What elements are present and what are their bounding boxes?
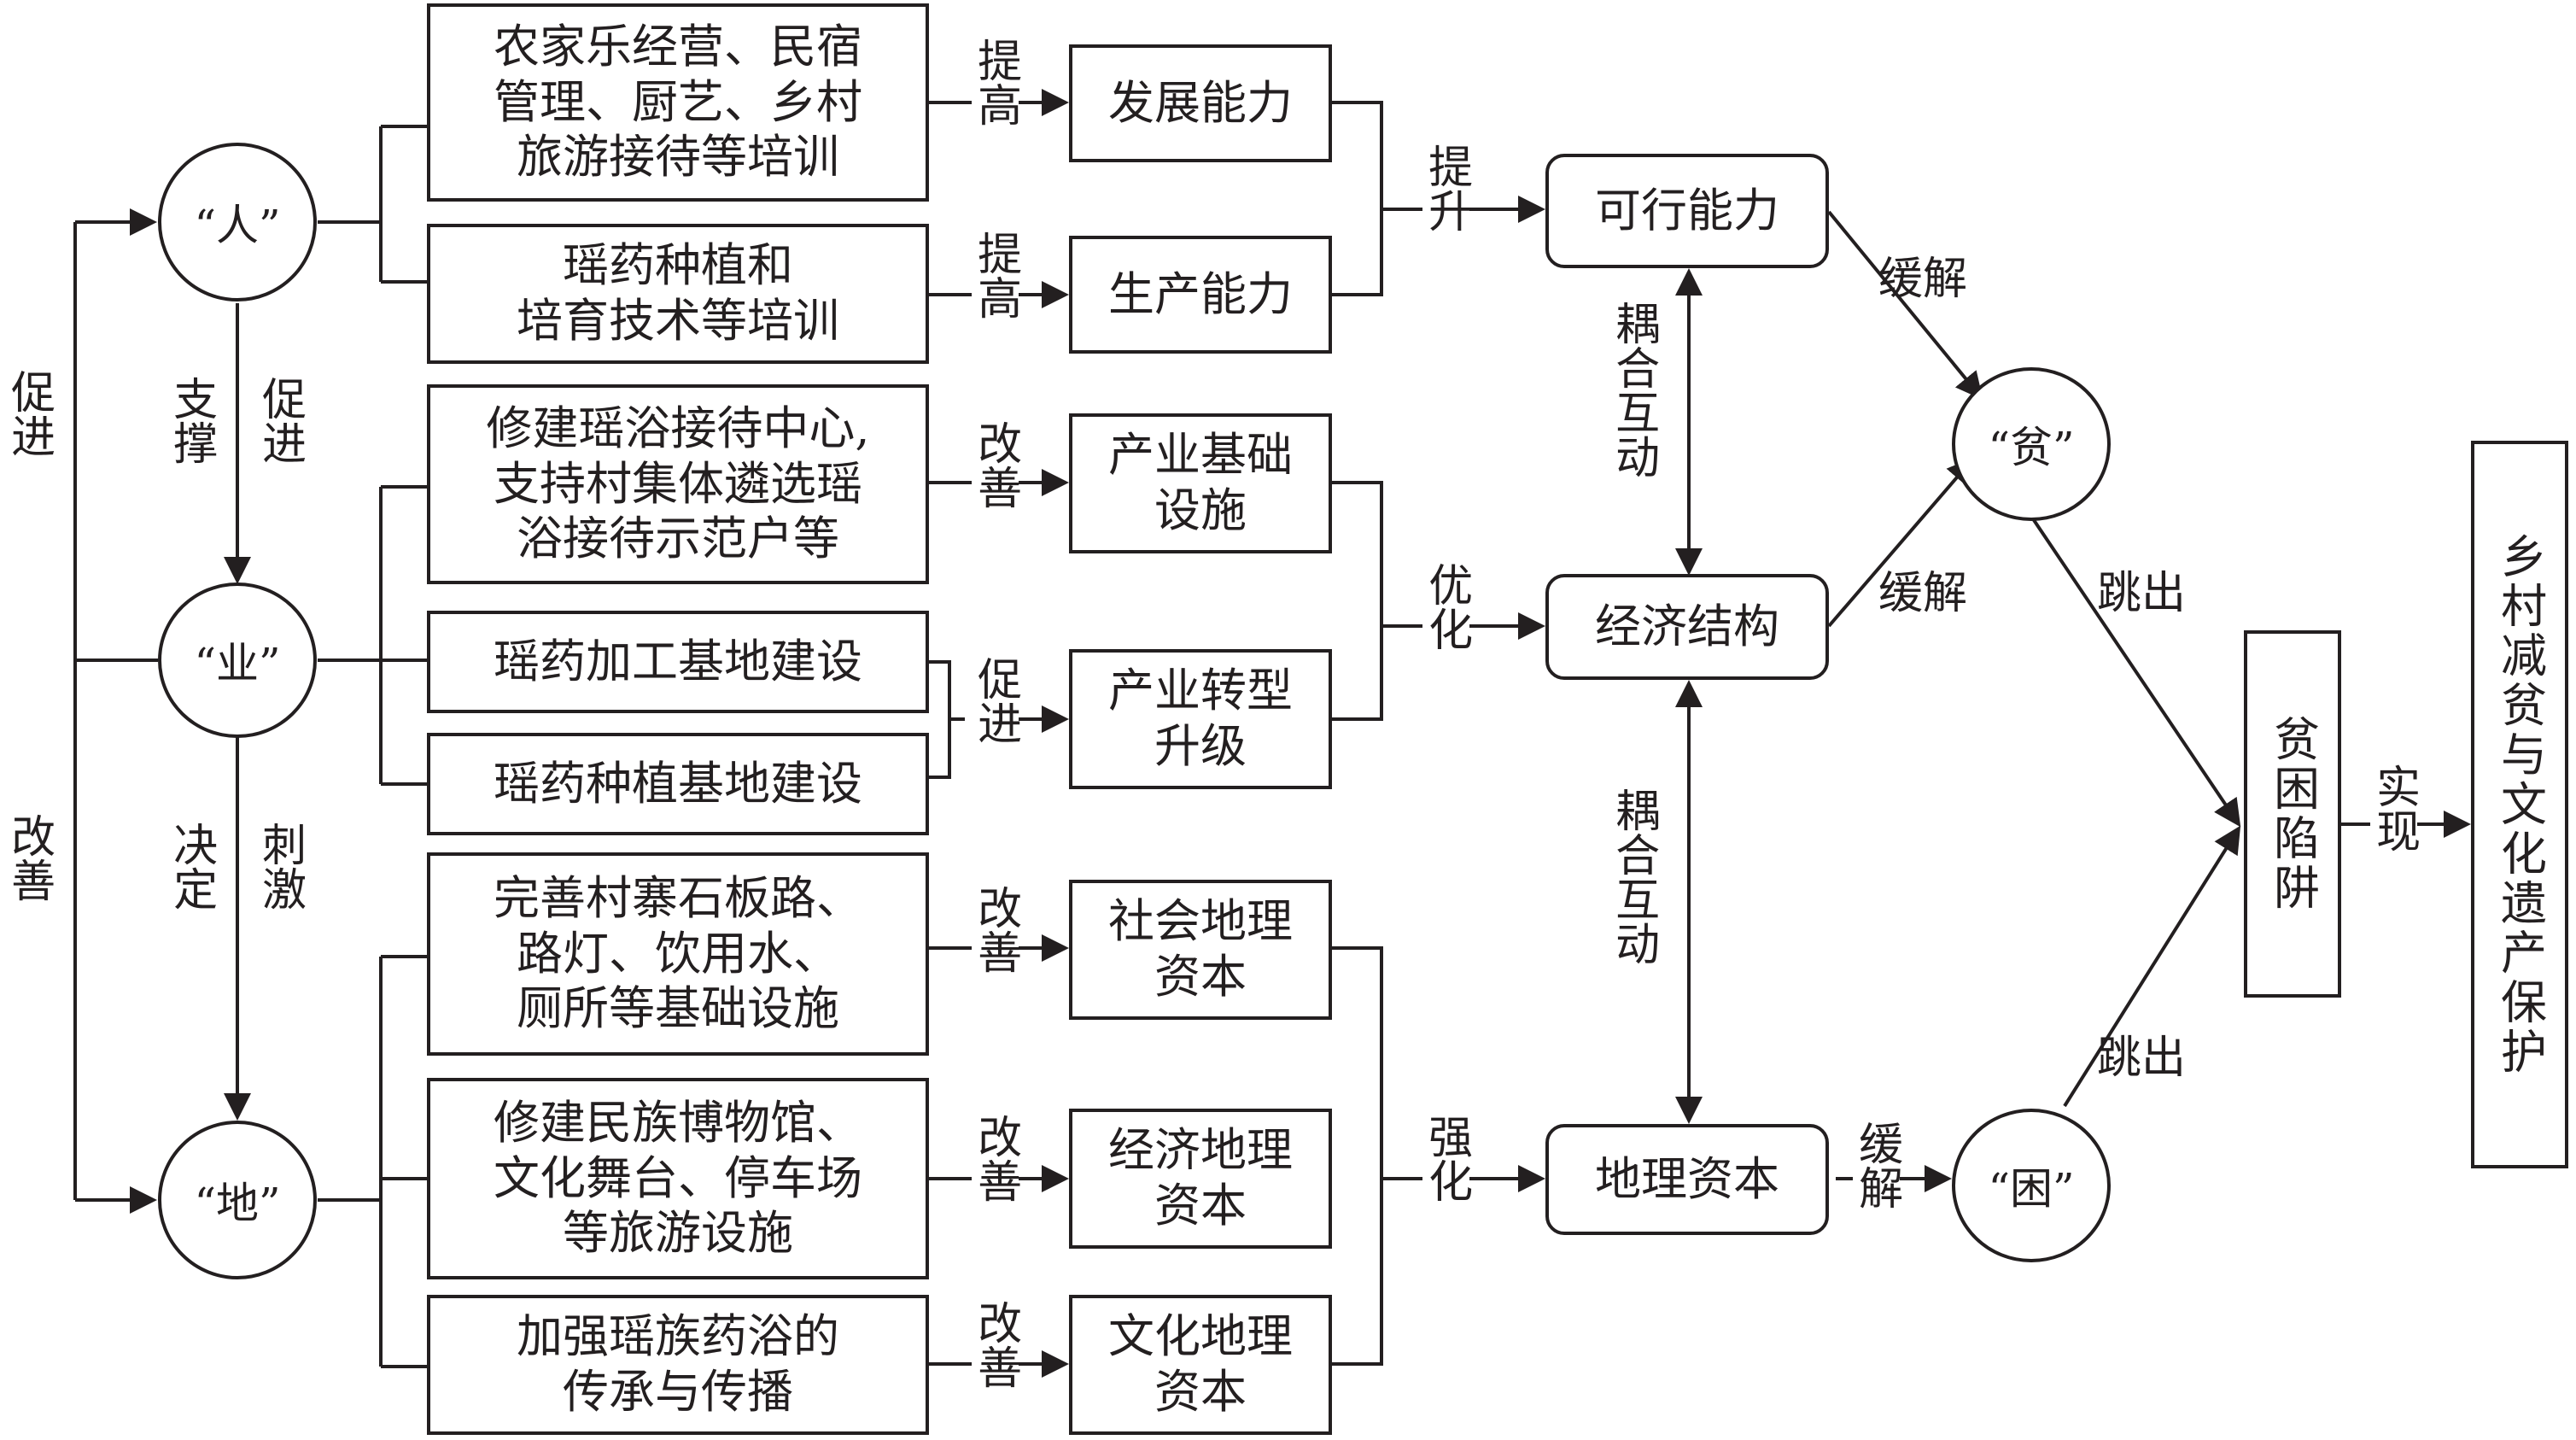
activity-box-2: 瑶药种植和 培育技术等培训 [427, 224, 929, 364]
capital-box-6: 经济地理 资本 [1069, 1109, 1332, 1249]
label-verb-4: 促进 [969, 654, 1021, 746]
label-relief-2: 缓解 [1878, 568, 1968, 619]
node-kun: “困” [1952, 1109, 2111, 1262]
activity-box-8: 加强瑶族药浴的 传承与传播 [427, 1295, 929, 1435]
activity-box-6: 完善村寨石板路、 路灯、饮用水、 厕所等基础设施 [427, 852, 929, 1056]
mid-box-1: 可行能力 [1545, 154, 1829, 268]
poverty-trap-label: 贫困陷阱 [2265, 715, 2320, 913]
mid-box-3: 地理资本 [1545, 1124, 1829, 1235]
capital-box-1: 发展能力 [1069, 44, 1332, 162]
label-jueding: 决定 [165, 820, 217, 912]
capital-box-5: 社会地理 资本 [1069, 880, 1332, 1020]
label-verb-5: 改善 [969, 883, 1021, 975]
label-ciji: 刺激 [254, 820, 306, 912]
activity-box-5: 瑶药种植基地建设 [427, 733, 929, 835]
arrow-m2-pin [1827, 456, 1975, 628]
ye-branch [318, 485, 427, 786]
label-realize: 实现 [2368, 762, 2420, 854]
capital-box-2: 生产能力 [1069, 236, 1332, 354]
mid-box-2: 经济结构 [1545, 574, 1829, 680]
arrow-kun-trap [2063, 825, 2241, 1108]
label-relief-1: 缓解 [1878, 254, 1968, 305]
label-group-3: 强化 [1420, 1112, 1472, 1204]
capital-box-4: 产业转型 升级 [1069, 649, 1332, 789]
label-escape-1: 跳出 [2097, 568, 2187, 619]
label-zhicheng: 支撑 [165, 374, 217, 466]
capital-box-3: 产业基础 设施 [1069, 413, 1332, 553]
ren-branch [318, 125, 427, 284]
label-escape-2: 跳出 [2097, 1033, 2187, 1084]
group3-bracket [1332, 946, 1383, 1366]
label-group-1: 提升 [1420, 142, 1472, 234]
label-coupling-2: 耦合互动 [1607, 786, 1659, 967]
label-verb-6: 改善 [969, 1112, 1021, 1204]
label-verb-1: 提高 [969, 36, 1021, 128]
arrow-m1-pin [1827, 210, 1983, 401]
node-di: “地” [158, 1121, 317, 1279]
node-ren: “人” [158, 143, 317, 301]
poverty-trap-box: 贫困陷阱 [2244, 630, 2341, 998]
label-verb-3: 改善 [969, 419, 1021, 511]
arrow-pin-trap [2029, 513, 2241, 828]
node-pin: “贫” [1952, 367, 2111, 521]
label-verb-2: 提高 [969, 229, 1021, 321]
activity-box-4: 瑶药加工基地建设 [427, 611, 929, 713]
label-left-cujin: 促进 [3, 367, 55, 460]
label-verb-7: 改善 [969, 1298, 1021, 1390]
label-group-2: 优化 [1420, 560, 1472, 653]
bracket-a4-a5 [929, 660, 965, 779]
label-relief-3: 缓解 [1850, 1119, 1902, 1211]
activity-box-3: 修建瑶浴接待中心, 支持村集体遴选瑶 浴接待示范户等 [427, 384, 929, 584]
capital-box-7: 文化地理 资本 [1069, 1295, 1332, 1435]
label-spine-cujin: 促进 [254, 374, 306, 466]
goal-label: 乡村减贫与文化遗产保护 [2492, 532, 2547, 1077]
group1-bracket [1332, 101, 1383, 296]
label-left-gaishan: 改善 [3, 811, 55, 904]
label-coupling-1: 耦合互动 [1607, 299, 1659, 480]
goal-box: 乡村减贫与文化遗产保护 [2471, 441, 2568, 1168]
di-branch [318, 955, 427, 1368]
activity-box-7: 修建民族博物馆、 文化舞台、停车场 等旅游设施 [427, 1078, 929, 1279]
activity-box-1: 农家乐经营、民宿 管理、厨艺、乡村 旅游接待等培训 [427, 3, 929, 202]
group2-bracket [1332, 481, 1383, 721]
node-ye: “业” [158, 582, 317, 738]
